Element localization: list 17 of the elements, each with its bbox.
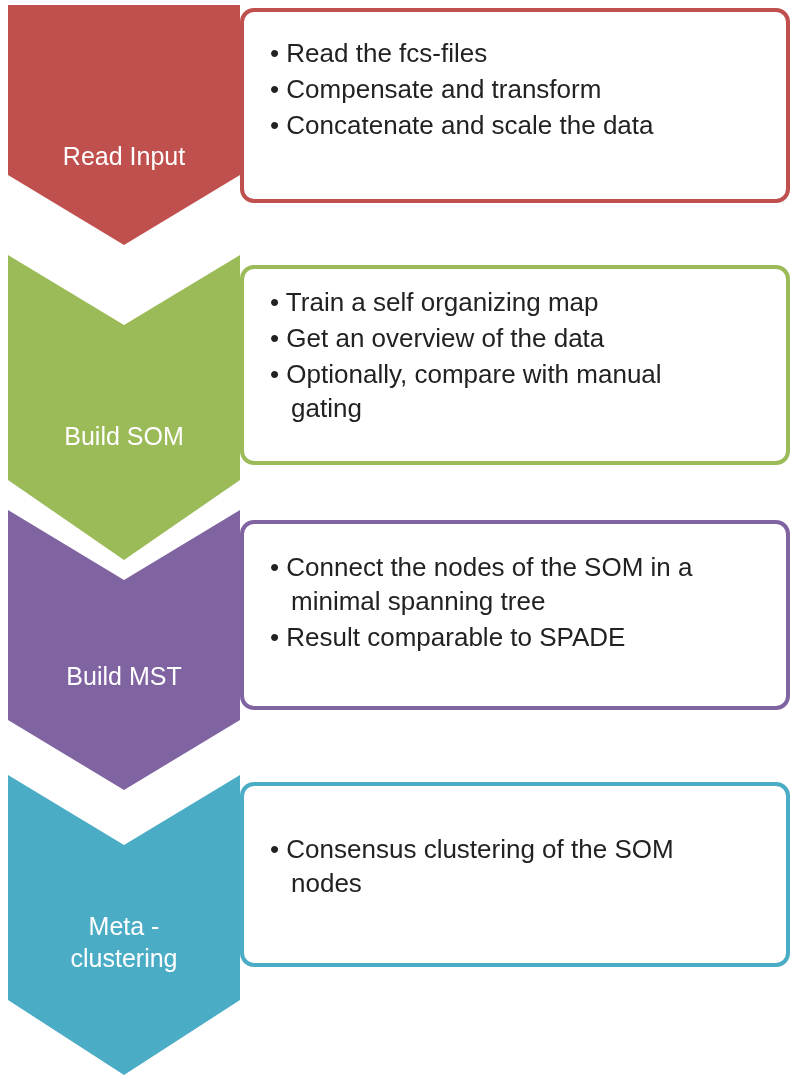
step-panel <box>240 265 790 465</box>
step-panel <box>240 782 790 967</box>
step-panel <box>240 520 790 710</box>
bullet-item: • Train a self organizing map <box>270 286 600 319</box>
bullet-item: • Read the fcs-files <box>270 37 489 70</box>
step-panel <box>240 8 790 203</box>
step-title: Meta - clustering <box>69 911 179 974</box>
bullet-item: • Get an overview of the data <box>270 322 606 355</box>
bullet-item: • Connect the nodes of the SOM in a minimal spanning tree <box>270 551 694 618</box>
step-title: Read Input <box>62 141 186 172</box>
bullet-item: • Compensate and transform <box>270 73 603 106</box>
bullet-item: • Concatenate and scale the data <box>270 109 655 142</box>
step-title: Build SOM <box>64 421 184 452</box>
bullet-item: • Optionally, compare with manual gating <box>270 358 663 425</box>
bullet-item: • Consensus clustering of the SOM nodes <box>270 833 675 900</box>
bullet-item: • Result comparable to SPADE <box>270 621 627 654</box>
step-title: Build MST <box>66 661 182 692</box>
